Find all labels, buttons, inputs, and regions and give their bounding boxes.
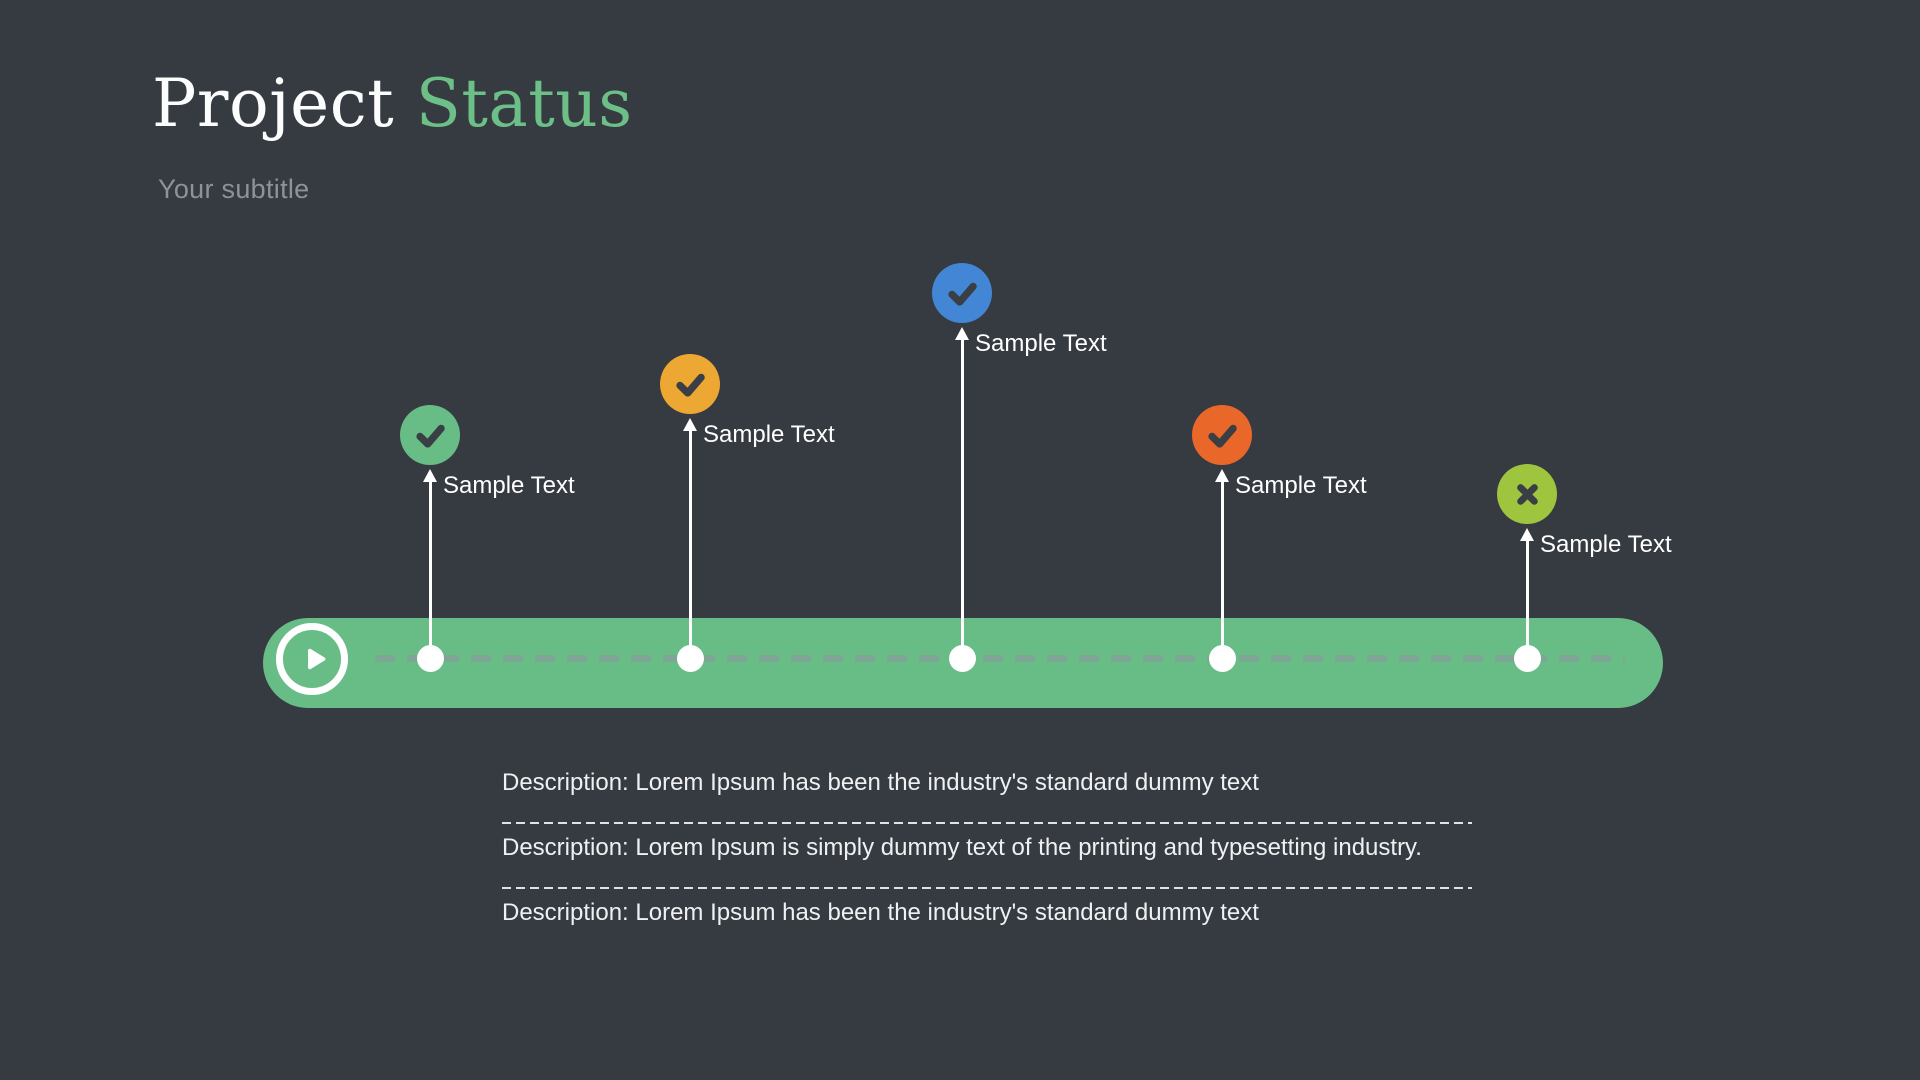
status-circle: [400, 405, 460, 465]
cross-icon: [1511, 478, 1544, 511]
dashed-divider: [502, 887, 1472, 889]
title-part-accent: Status: [415, 65, 633, 142]
dashed-divider: [502, 822, 1472, 824]
timeline-dot: [676, 644, 704, 672]
play-icon: [307, 648, 325, 670]
description-list: Description: Lorem Ipsum has been the in…: [502, 769, 1472, 927]
arrow-line: [428, 480, 432, 658]
milestone-label: Sample Text: [443, 472, 575, 499]
title-part-primary: Project: [152, 65, 395, 142]
check-icon: [412, 417, 449, 454]
arrow-up-icon: [1215, 469, 1229, 482]
check-icon: [1204, 417, 1241, 454]
status-circle: [1497, 464, 1557, 524]
arrow-line: [688, 429, 692, 658]
arrow-up-icon: [955, 327, 969, 340]
check-icon: [944, 275, 981, 312]
timeline-dashed-line: [375, 655, 1625, 662]
status-circle: [932, 263, 992, 323]
status-circle: [660, 354, 720, 414]
status-circle: [1192, 405, 1252, 465]
timeline-dot: [1513, 644, 1541, 672]
milestone-label: Sample Text: [703, 421, 835, 448]
description-text: Description: Lorem Ipsum has been the in…: [502, 899, 1259, 926]
timeline-dot: [948, 644, 976, 672]
timeline-dot: [416, 644, 444, 672]
arrow-line: [960, 338, 964, 658]
arrow-line: [1220, 480, 1224, 658]
timeline-dot: [1208, 644, 1236, 672]
milestone-label: Sample Text: [1540, 531, 1672, 558]
page-title: Project Status: [152, 70, 633, 138]
arrow-up-icon: [683, 418, 697, 431]
description-text: Description: Lorem Ipsum is simply dummy…: [502, 834, 1422, 861]
check-icon: [672, 366, 709, 403]
milestone-label: Sample Text: [975, 330, 1107, 357]
arrow-up-icon: [1520, 528, 1534, 541]
description-text: Description: Lorem Ipsum has been the in…: [502, 769, 1259, 796]
play-button[interactable]: [276, 623, 348, 695]
arrow-up-icon: [423, 469, 437, 482]
milestone-label: Sample Text: [1235, 472, 1367, 499]
arrow-line: [1525, 539, 1529, 658]
page-subtitle: Your subtitle: [158, 174, 310, 204]
